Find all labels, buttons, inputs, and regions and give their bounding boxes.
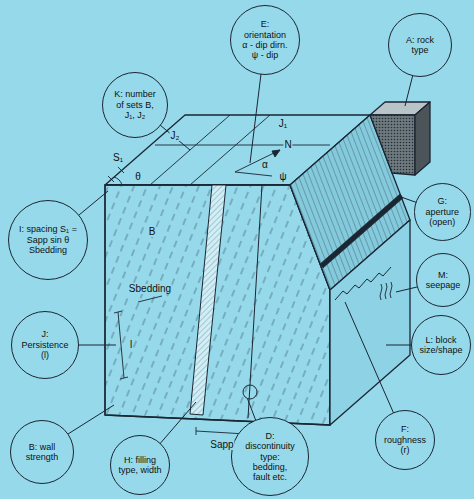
measure-marks xyxy=(108,150,280,438)
leader-lines xyxy=(396,287,417,292)
callout-circle: J: Persistence (l) xyxy=(11,311,79,379)
callout-circle: K: number of sets B, J₁, J₂ xyxy=(102,72,168,138)
figure-label: ψ xyxy=(278,172,287,182)
callout-circle: G: aperture (open) xyxy=(414,183,471,240)
joint-trace-j2 xyxy=(155,145,330,146)
callout-text: K: number of sets B, J₁, J₂ xyxy=(111,89,159,120)
filled-fault xyxy=(190,185,226,415)
callout-circle: F: roughness (r) xyxy=(375,410,435,470)
callout-circle: D: discontinuity type: bedding, fault et… xyxy=(231,417,310,496)
callout-text: E: orientation α - dip dirn. ψ - dip xyxy=(240,19,289,60)
persistence-tick xyxy=(120,377,128,379)
leader-lines xyxy=(79,191,108,215)
callout-text: F: roughness (r) xyxy=(383,424,427,455)
block-faces xyxy=(105,102,430,425)
north-arrow xyxy=(235,150,280,172)
callout-text: M: seepage xyxy=(424,270,463,291)
open-aperture xyxy=(320,194,403,268)
callout-text: L: block size/shape xyxy=(419,335,463,356)
seepage-symbol xyxy=(380,282,392,300)
figure-label: J₁ xyxy=(278,119,288,129)
figure-label: Sbedding xyxy=(128,284,172,294)
callout-text: H: filling type, width xyxy=(118,455,162,476)
callout-circle: M: seepage xyxy=(416,253,470,307)
leader-lines xyxy=(68,405,114,434)
dip-line xyxy=(235,172,272,176)
bedding-spacing xyxy=(138,296,162,302)
figure-label: B xyxy=(148,227,157,237)
leader-lines xyxy=(78,345,116,346)
leader-lines xyxy=(405,76,413,106)
leader-lines xyxy=(345,302,394,414)
callout-text: I: spacing S₁ = Sapp sin θ Sbedding xyxy=(19,224,77,255)
spacing-tick xyxy=(108,176,114,182)
rock-block-side xyxy=(415,102,430,175)
figure-label: J₂ xyxy=(170,131,181,141)
rough-joint xyxy=(335,267,391,300)
callout-circle: L: block size/shape xyxy=(411,315,471,375)
discontinuity-traces xyxy=(150,115,403,418)
callout-text: D: discontinuity type: bedding, fault et… xyxy=(244,431,295,483)
figure-label: Sapp xyxy=(209,440,234,450)
callout-circle: A: rock type xyxy=(388,13,452,77)
north-arrowhead xyxy=(272,150,280,157)
leader-lines xyxy=(250,74,261,163)
front-face xyxy=(105,185,330,425)
leader-lines xyxy=(160,125,190,150)
rock-block-front xyxy=(370,115,415,175)
apparent-spacing-tick xyxy=(196,427,197,435)
figure-label: α xyxy=(261,160,269,170)
callout-text: J: Persistence (l) xyxy=(21,329,70,360)
leader-lines xyxy=(386,345,411,346)
figure-label: l xyxy=(129,340,133,350)
persistence-tick xyxy=(114,311,122,313)
joint-trace-j1 xyxy=(150,115,230,185)
persistence-bar xyxy=(118,312,124,378)
figure-label: S₁ xyxy=(112,153,124,163)
callout-circle: H: filling type, width xyxy=(110,435,170,495)
callout-text: G: aperture (open) xyxy=(422,196,463,227)
callout-circle: B: wall strength xyxy=(10,420,74,484)
front-face-bedding xyxy=(105,185,330,425)
leader-lines xyxy=(158,402,196,446)
theta-arc xyxy=(114,177,122,185)
spacing-tick xyxy=(118,167,124,173)
figure-label: N xyxy=(283,140,292,150)
callout-text: A: rock type xyxy=(397,35,443,56)
callout-circle: I: spacing S₁ = Sapp sin θ Sbedding xyxy=(8,200,88,280)
callout-text: B: wall strength xyxy=(19,442,65,463)
figure-label: θ xyxy=(134,172,142,182)
fault-trace xyxy=(248,185,262,418)
type-marker xyxy=(243,385,257,399)
callout-circle: E: orientation α - dip dirn. ψ - dip xyxy=(230,5,300,75)
